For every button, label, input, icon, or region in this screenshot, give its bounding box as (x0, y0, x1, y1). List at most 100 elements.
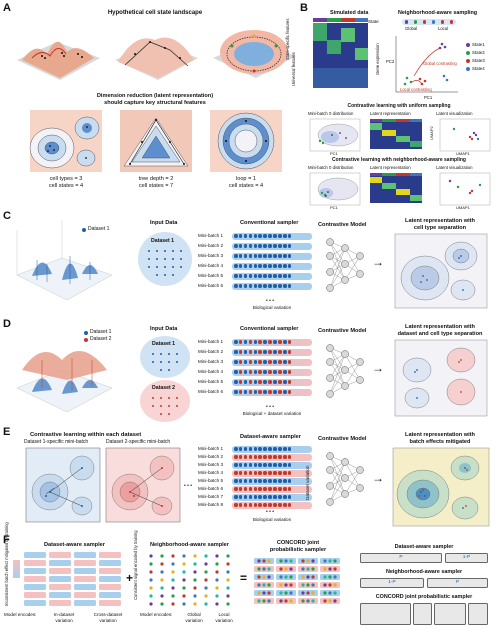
grid-dot (160, 602, 164, 606)
grid-dot (149, 594, 153, 598)
grid-dot (311, 567, 315, 571)
panel-d-legend-dot-2 (84, 338, 88, 342)
grid-cell (49, 560, 71, 566)
panel-b-state-label: State (368, 19, 379, 24)
uniform-title: Contrastive learning with uniform sampli… (347, 103, 451, 109)
panel-b-simulated: Simulated data (330, 10, 369, 16)
panel-e-result-2: batch effects mitigated (409, 439, 471, 445)
grid-dot (149, 586, 153, 590)
panel-a-caption-2a: tree depth = 2 (138, 176, 174, 182)
uniform-minibatch-plot (309, 118, 361, 152)
grid-dot (328, 575, 332, 579)
grid-cell (24, 600, 46, 606)
neighborhood-sampling-title: Contrastive learning with neighborhood-a… (332, 157, 466, 163)
panel-e-minibatch-label: Mini-batch 5 (198, 478, 224, 483)
panel-d-dataset1-dots (152, 353, 178, 371)
panel-d-ellipsis: • • • (265, 404, 275, 410)
panel-c-model: Contrastive Model (318, 222, 367, 228)
panel-f-concord-2: probabilistic sampler (269, 547, 327, 553)
grid-cell (74, 568, 96, 574)
grid-dot (267, 583, 271, 587)
panel-e-contour-1 (25, 447, 101, 523)
uniform-umap (439, 118, 491, 152)
grid-dot (284, 567, 288, 571)
grid-dot (311, 575, 315, 579)
panel-e-variation: Biological variation (252, 517, 292, 522)
grid-dot (215, 554, 219, 558)
grid-dot (262, 575, 266, 579)
panel-f-side-note-2: Consistent signal encoded by training (133, 530, 138, 600)
grid-dot (149, 562, 153, 566)
grid-dot (289, 591, 293, 595)
panel-f-global: Global (187, 612, 201, 617)
uniform-minibatch0: Mini-batch 0 distribution (308, 111, 354, 116)
grid-dot (311, 591, 315, 595)
grid-dot (328, 559, 332, 563)
panel-d-dataset2-label: Dataset 2 (152, 385, 176, 391)
panel-e-minibatch-label: Mini-batch 2 (198, 454, 224, 459)
grid-dot (301, 599, 305, 603)
grid-dot (262, 599, 266, 603)
grid-dot (284, 591, 288, 595)
grid-cell (24, 560, 46, 566)
panel-e-dataset-variation: Dataset variation (305, 465, 310, 500)
panel-e-sub-2: Dataset 2-specific mini-batch (106, 439, 171, 445)
grid-cell (99, 560, 121, 566)
panel-e-minibatch-label: Mini-batch 1 (198, 446, 224, 451)
grid-dot (193, 562, 197, 566)
grid-dot (193, 594, 197, 598)
panel-f-side-swatch (13, 560, 20, 578)
legend-state2: State2 (472, 50, 485, 56)
grid-dot (182, 562, 186, 566)
panel-letter-d: D (3, 318, 11, 330)
grid-dot (323, 583, 327, 587)
panel-d-variation: Biological + dataset variation (242, 411, 302, 416)
panel-f-local: Local (218, 612, 230, 617)
panel-e-sub-1: Dataset 1-specific mini-batch (24, 439, 89, 445)
panel-f-cross-dataset: Cross-dataset (93, 612, 123, 617)
grid-dot (204, 570, 208, 574)
grid-dot (328, 583, 332, 587)
panel-d-result-1: Latent representation with (405, 324, 475, 330)
grid-cell (99, 568, 121, 574)
grid-dot (193, 570, 197, 574)
grid-dot (279, 583, 283, 587)
grid-dot (226, 578, 230, 582)
grid-dot (257, 575, 261, 579)
grid-dot (323, 559, 327, 563)
grid-dot (333, 575, 337, 579)
panel-f-side-note: Inconsistent batch effect mitigated by t… (4, 522, 9, 606)
panel-a-caption-3b: cell states = 4 (228, 183, 264, 189)
panel-c-minibatch-bar (232, 243, 312, 250)
panel-e-contour-2 (105, 447, 181, 523)
panel-d-minibatch-bar (232, 379, 312, 386)
panel-letter-c: C (3, 210, 11, 222)
global-local-bar (402, 19, 456, 25)
panel-c-dataset-label: Dataset 1 (151, 238, 175, 244)
panel-a-subtitle-1: Dimension reduction (latent representati… (96, 93, 214, 99)
grid-dot (182, 578, 186, 582)
grid-cell (49, 552, 71, 558)
grid-dot (215, 602, 219, 606)
panel-letter-a: A (3, 2, 11, 14)
uniform-pc1: PC1 (330, 151, 338, 156)
grid-cell (24, 592, 46, 598)
grid-dot (306, 567, 310, 571)
grid-cell (49, 584, 71, 590)
grid-dot (279, 567, 283, 571)
panel-e-minibatch-label: Mini-batch 3 (198, 462, 224, 467)
panel-b-neighborhood-title: Neighborhood-aware sampling (398, 10, 478, 16)
panel-d-network (326, 344, 364, 398)
grid-cell (99, 592, 121, 598)
panel-f-right-dataset: Dataset-aware sampler (394, 544, 454, 550)
panel-d-minibatch-bar (232, 349, 312, 356)
panel-c-network (326, 238, 364, 292)
grid-dot (306, 591, 310, 595)
grid-dot (171, 602, 175, 606)
pc2-label: PC2 (386, 59, 395, 64)
panel-a-caption-3a: loop = 1 (235, 176, 257, 182)
panel-e-minibatch-label: Mini-batch 6 (198, 486, 224, 491)
nb-umap (439, 172, 491, 206)
grid-dot (204, 594, 208, 598)
panel-a-caption-1b: cell states = 4 (48, 183, 84, 189)
